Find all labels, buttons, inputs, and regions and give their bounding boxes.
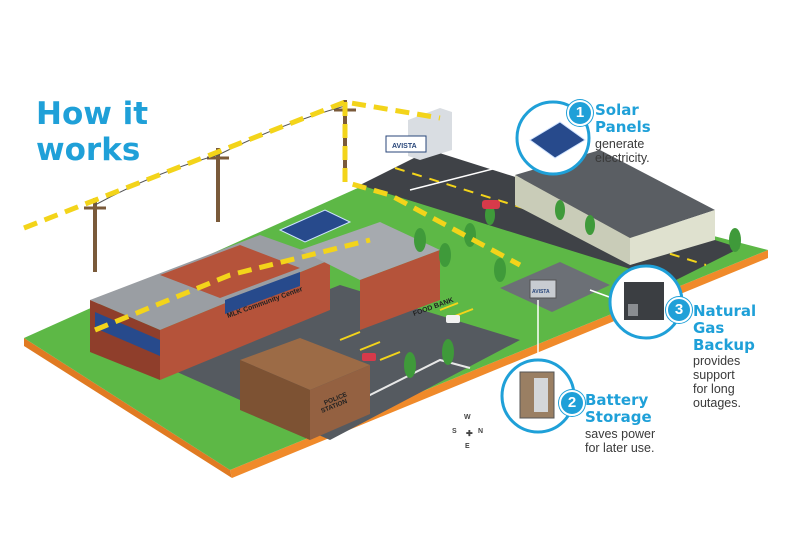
callout-3-leader xyxy=(589,289,613,299)
compass-e: E xyxy=(465,443,470,450)
cabinet-logo-text: AVISTA xyxy=(532,289,550,295)
apartment-front xyxy=(515,175,630,265)
callout-3-heading-line-3: Backup xyxy=(693,336,755,354)
callout-2-heading-line-1: Battery xyxy=(585,391,649,409)
windows-band xyxy=(95,312,160,356)
police-station-side xyxy=(310,365,370,440)
callout-2-body-line-1: saves power xyxy=(585,427,656,441)
callout-3-body-line-2: support xyxy=(693,368,735,382)
callout-1-body: generate electricity. xyxy=(595,137,650,165)
callout-1-body-line-2: electricity. xyxy=(595,151,650,165)
page-title-line-2: works xyxy=(36,132,141,168)
parking-curb xyxy=(339,358,471,411)
utility-logo-sign xyxy=(385,135,427,153)
compass-cross-icon: ✚ xyxy=(466,429,473,438)
callout-1-heading-line-1: Solar xyxy=(595,101,639,119)
police-station-front xyxy=(240,360,310,440)
compass-n: N xyxy=(478,428,484,435)
callout-2-battery-rack xyxy=(534,378,548,412)
utility-logo-text: AVISTA xyxy=(392,143,417,150)
parked-car-white xyxy=(446,315,460,323)
callout-3-body-line-3: for long xyxy=(693,382,735,396)
callout-3-heading-line-2: Gas xyxy=(693,319,725,337)
callout-3-body-line-1: provides xyxy=(693,354,741,368)
east-wing-roof xyxy=(300,222,440,280)
callout-3-heading-line-1: Natural xyxy=(693,302,757,320)
callout-2-heading: Battery Storage xyxy=(585,392,652,426)
callout-1-solar-panel xyxy=(529,121,586,159)
callout-1-number: 1 xyxy=(567,100,593,126)
trees xyxy=(404,200,741,378)
wing-windows xyxy=(225,272,300,314)
callout-3-body-line-4: outages. xyxy=(693,396,741,410)
battery-cabinet xyxy=(529,279,557,299)
callout-1-body-line-1: generate xyxy=(595,137,645,151)
page-title: How it works xyxy=(36,96,148,168)
food-bank-front xyxy=(360,250,440,330)
microgrid-dashed-line xyxy=(23,99,441,231)
rooftop-solar-array xyxy=(278,209,352,243)
microgrid-dashed-line-3 xyxy=(94,237,371,333)
parked-car-red xyxy=(362,353,376,361)
callout-3-body: provides support for long outages. xyxy=(693,354,741,410)
callout-2-body: saves power for later use. xyxy=(585,427,655,455)
callout-1-heading-line-2: Panels xyxy=(595,118,651,136)
callout-2-body-line-2: for later use. xyxy=(585,441,655,455)
callout-3-heading: Natural Gas Backup xyxy=(693,303,756,354)
apartment-side xyxy=(630,210,715,265)
microgrid-dashed-line-2 xyxy=(342,102,522,268)
parking-stripes xyxy=(339,302,474,361)
callout-2-number: 2 xyxy=(559,390,585,416)
callout-2-heading-line-2: Storage xyxy=(585,408,652,426)
callout-3-number: 3 xyxy=(666,297,692,323)
police-station-roof xyxy=(240,338,370,390)
ground-slab-side xyxy=(24,338,232,478)
compass-s: S xyxy=(452,428,457,435)
page-title-line-1: How it xyxy=(36,96,149,132)
callout-3-generator-panel xyxy=(628,304,638,316)
callout-1-heading: Solar Panels xyxy=(595,102,651,136)
community-center-wing-roof xyxy=(160,245,300,298)
red-car xyxy=(482,200,500,209)
compass-w: W xyxy=(464,414,471,421)
